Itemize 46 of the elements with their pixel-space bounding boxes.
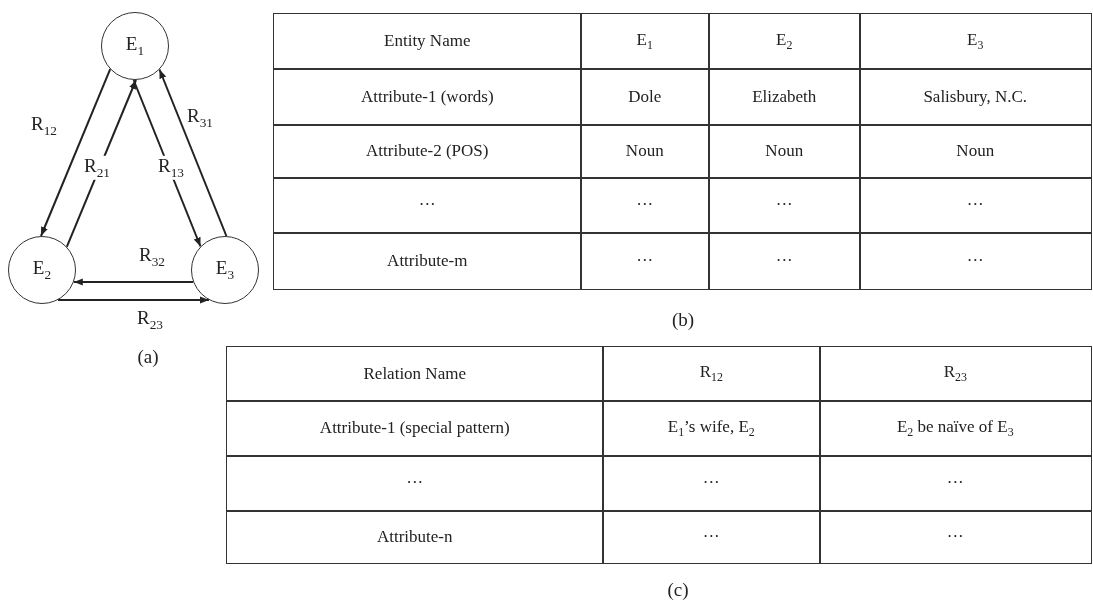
table-cell: ··· [708,177,861,234]
table-cell: ··· [602,510,821,564]
entity-circle [191,236,259,304]
table-cell: ··· [580,232,710,290]
column-header: E$_{3}$ [859,13,1092,70]
table-cell: ··· [273,177,582,234]
column-header: E$_{2}$ [708,13,861,70]
column-header: Entity Name [273,13,582,70]
table-cell: ··· [708,232,861,290]
table-cell: Attribute-1 (special pattern) [226,400,604,457]
entity-label: E$_{1}$ [125,33,145,59]
arrow [40,68,112,237]
table-cell: Attribute-2 (POS) [273,124,582,179]
column-header: R$_{12}$ [602,346,821,402]
entity-label: E$_{3}$ [215,257,235,283]
table-cell: Attribute-n [226,510,604,564]
table-cell: Dole [580,68,710,126]
table-cell: ··· [226,455,604,512]
table-cell: ··· [580,177,710,234]
table-cell: Noun [859,124,1092,179]
table-cell: Noun [708,124,861,179]
table-cell: ··· [859,232,1092,290]
table-cell: Salisbury, N.C. [859,68,1092,126]
edge-label: R$_{13}$ [156,155,186,181]
table-cell: ··· [602,455,821,512]
column-header: Relation Name [226,346,604,402]
table-cell: Noun [580,124,710,179]
arrow [72,278,195,286]
arrow [57,296,210,304]
entity-label: E$_{2}$ [32,257,52,283]
table-cell: ··· [819,455,1092,512]
table-cell: Attribute-m [273,232,582,290]
table-cell: Elizabeth [708,68,861,126]
panel-caption: (a) [137,346,159,368]
arrow [158,68,228,237]
edge-label: R$_{21}$ [82,155,112,181]
arrow [132,79,202,248]
table-cell: E$_{2}$ be naïve of E$_{3}$ [819,400,1092,457]
panel-caption: (c) [667,579,689,601]
table-cell: ··· [859,177,1092,234]
column-header: E$_{1}$ [580,13,710,70]
column-header: R$_{23}$ [819,346,1092,402]
table-cell: Attribute-1 (words) [273,68,582,126]
table-cell: ··· [819,510,1092,564]
table-cell: E$_{1}$’s wife, E$_{2}$ [602,400,821,457]
panel-caption: (b) [671,309,695,331]
